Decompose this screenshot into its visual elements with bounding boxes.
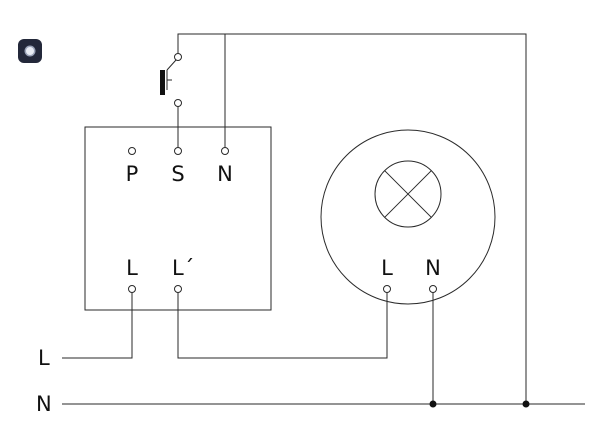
terminal-switch-top xyxy=(174,53,182,61)
mains-label-n: N xyxy=(36,392,52,416)
wire-lprime-to-lamp xyxy=(177,289,388,359)
pushbutton-icon xyxy=(160,59,177,95)
terminal-p xyxy=(128,147,136,155)
app-launcher-icon[interactable] xyxy=(18,39,42,63)
junction-dot-n-return xyxy=(522,400,530,408)
terminal-switch-bottom xyxy=(174,99,182,107)
lamp-cross-icon xyxy=(374,160,442,228)
lamp-label-l: L xyxy=(381,256,393,280)
wire-mains-l xyxy=(62,289,133,359)
lamp-label-n: N xyxy=(425,256,441,280)
dimmer-label-l: L xyxy=(126,256,138,280)
terminal-s xyxy=(174,147,182,155)
junction-dot-lamp-n xyxy=(429,400,437,408)
dimmer-label-s: S xyxy=(171,162,184,186)
lamp-housing xyxy=(320,129,496,305)
terminal-lamp-n xyxy=(429,285,437,293)
terminal-l-prime xyxy=(174,285,182,293)
dimmer-label-n: N xyxy=(217,162,233,186)
wires xyxy=(62,33,585,405)
app-launcher-glyph xyxy=(26,47,34,55)
dimmer-label-l-prime: L´ xyxy=(172,256,194,280)
wire-switch-top xyxy=(177,33,527,404)
terminal-lamp-l xyxy=(383,285,391,293)
mains-label-l: L xyxy=(38,346,50,370)
terminals xyxy=(128,53,437,293)
terminal-n xyxy=(221,147,229,155)
terminal-l xyxy=(128,285,136,293)
dimmer-label-p: P xyxy=(126,162,139,186)
